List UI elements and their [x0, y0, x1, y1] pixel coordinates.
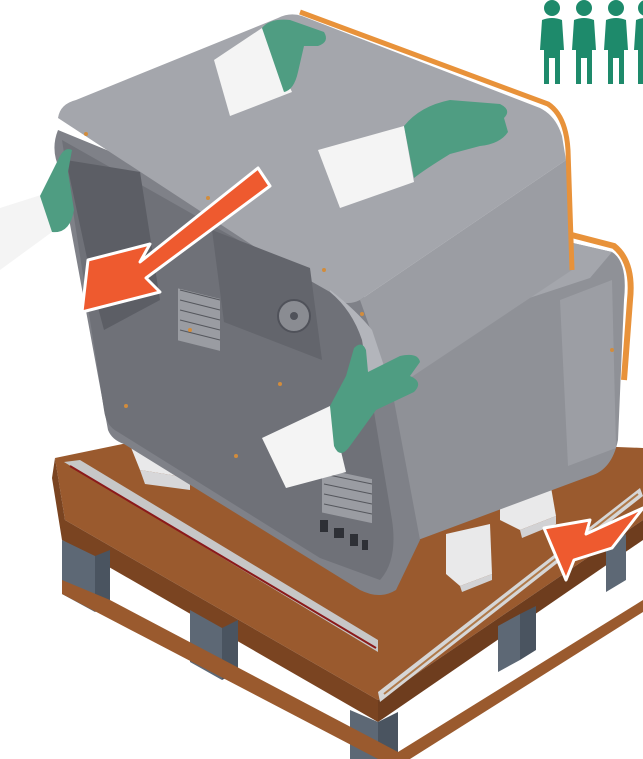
person-icon	[540, 0, 564, 84]
vent-grille-lines	[179, 289, 221, 341]
instrument-top	[58, 14, 566, 304]
pallet-block	[498, 614, 520, 672]
pallet-stringer	[398, 600, 643, 759]
pallet-block	[520, 606, 536, 660]
sleeve	[262, 406, 346, 488]
foam-block	[460, 574, 492, 592]
glove-hand	[404, 100, 508, 178]
vent-grille	[178, 288, 220, 351]
person-icon	[634, 0, 643, 84]
lift-direction-arrow	[80, 166, 272, 314]
push-direction-arrow	[542, 506, 643, 582]
direction-arrows	[80, 166, 643, 582]
foam-block	[446, 524, 492, 586]
foam-block	[520, 516, 556, 538]
pallet-rail-left-stripe	[69, 465, 377, 649]
person-icon	[572, 0, 596, 84]
person-count-icon	[540, 0, 643, 84]
lifting-hands	[0, 19, 508, 488]
instrument-front-module-side	[560, 280, 616, 466]
fan-hub	[290, 312, 298, 320]
vent-grille-lines	[323, 473, 373, 515]
person-icon	[604, 0, 628, 84]
sleeve	[318, 126, 414, 208]
pallet-deck-edge-left	[52, 458, 378, 722]
foam-block	[140, 470, 190, 490]
pallet-stringer	[62, 580, 398, 759]
sleeve	[0, 194, 52, 270]
instrument-right-side	[360, 160, 572, 390]
glove-hand	[40, 149, 74, 233]
pallet-rail-right-stripe	[383, 493, 639, 695]
glove-hand	[330, 344, 420, 453]
orange-trim	[299, 9, 575, 271]
glove-hand	[262, 19, 326, 92]
vent-grille	[322, 468, 372, 524]
sleeve	[214, 28, 292, 116]
orange-trim	[559, 229, 634, 381]
rear-connectors	[320, 520, 368, 550]
